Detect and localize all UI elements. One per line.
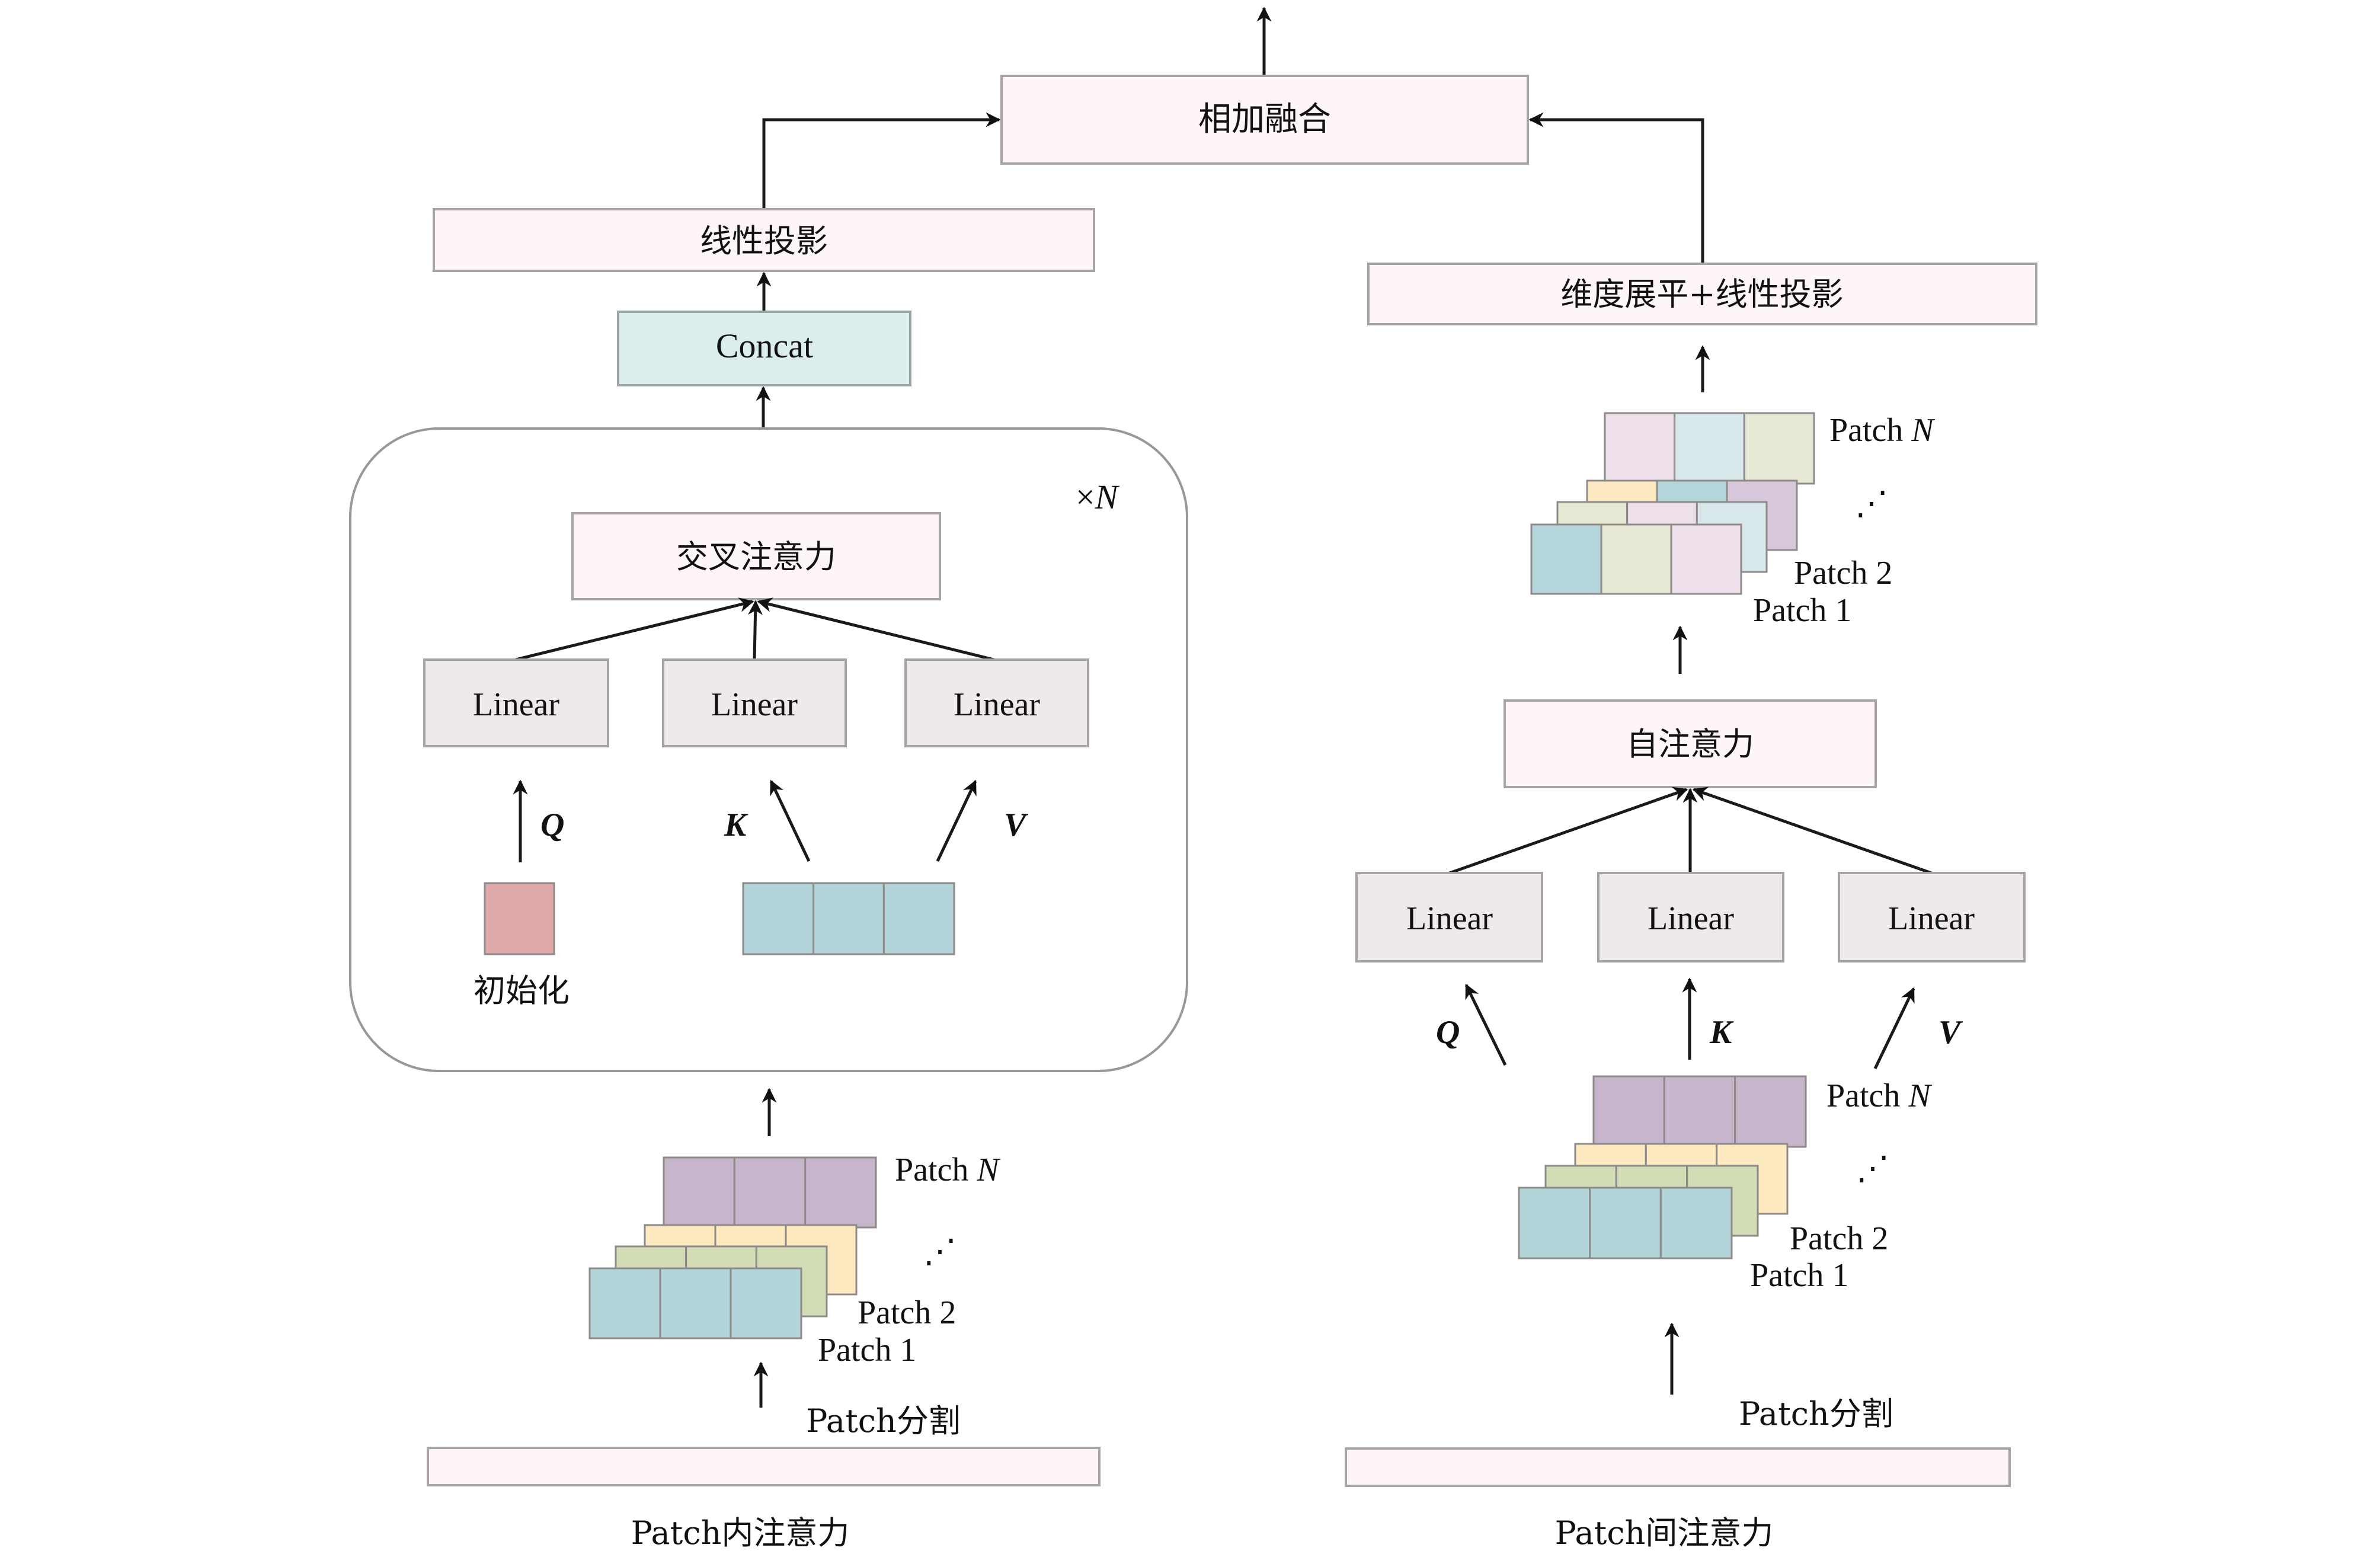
right-linear-k-label: Linear <box>1648 900 1734 937</box>
flatten-projection-label: 维度展平+线性投影 <box>1560 276 1843 313</box>
right-linear-q-label: Linear <box>1406 900 1493 937</box>
left-linear-k-label: Linear <box>711 686 798 723</box>
right-top-patch-1-cell-1 <box>1530 523 1602 595</box>
right-patch-1-cell-2 <box>1589 1187 1662 1259</box>
left-branch-caption: Patch内注意力 <box>631 1514 850 1552</box>
right-patch-split-label: Patch分割 <box>1739 1395 1893 1433</box>
left-linear-k-box <box>662 658 847 747</box>
right-q-label: Q <box>1436 1014 1460 1051</box>
left-k-label: K <box>724 807 748 843</box>
left-linear-v-box <box>904 658 1089 747</box>
left-stack-patch-1-label: Patch 1 <box>818 1332 916 1368</box>
linear-q-to-self-attention <box>1449 786 1688 875</box>
left-patch-split-label: Patch分割 <box>806 1402 961 1440</box>
right-top-patch-1-label: Patch 1 <box>1753 592 1851 629</box>
left-input-sequence <box>427 1447 1101 1486</box>
fusion-label: 相加融合 <box>1198 100 1331 139</box>
self-attention-box <box>1504 699 1877 788</box>
right-top-patch-1-cell-3 <box>1670 523 1742 595</box>
left-patch-1-cell-3 <box>730 1267 802 1339</box>
right-linear-v-box <box>1838 872 2026 963</box>
right-to-fusion-arrow <box>1528 112 1704 264</box>
right-top-patch-n-label: Patch N <box>1829 412 1935 449</box>
right-q-arrow <box>1464 983 1507 1066</box>
left-linear-v-label: Linear <box>954 686 1040 723</box>
right-patch-1-cell-1 <box>1518 1187 1591 1259</box>
left-patch-n-cell-3 <box>804 1156 877 1229</box>
kv-token-cell-3 <box>882 882 955 955</box>
right-patch-n-cell-1 <box>1592 1075 1665 1148</box>
right-bottom-patch-n-label: Patch N <box>1826 1077 1932 1114</box>
left-stack-patch-2-label: Patch 2 <box>858 1294 956 1331</box>
kv-token-cell-1 <box>742 882 815 955</box>
right-top-patch-n-cell-3 <box>1743 412 1815 485</box>
left-to-fusion-arrow <box>762 112 1001 209</box>
left-v-label: V <box>1004 807 1029 843</box>
right-top-ellipsis: ⋰ <box>1855 485 1888 522</box>
right-bottom-ellipsis: ⋰ <box>1856 1150 1889 1187</box>
right-top-patch-1-cell-2 <box>1600 523 1672 595</box>
linear-v-to-self-attention <box>1692 786 1932 875</box>
linear-q-to-cross-attention <box>515 597 754 661</box>
left-v-arrow <box>936 779 977 862</box>
right-v-arrow <box>1873 987 1915 1070</box>
right-linear-q-box <box>1355 872 1543 963</box>
right-input-sequence <box>1345 1447 2011 1487</box>
right-branch-caption: Patch间注意力 <box>1555 1514 1774 1552</box>
left-stack-patch-n-label: Patch N <box>895 1152 1000 1188</box>
right-bottom-patch-1-label: Patch 1 <box>1750 1257 1848 1294</box>
right-top-patch-2-label: Patch 2 <box>1794 555 1892 591</box>
right-linear-k-box <box>1597 872 1784 963</box>
linear-projection-label: 线性投影 <box>700 222 828 260</box>
left-stack-ellipsis: ⋰ <box>923 1233 957 1270</box>
cross-attention-box <box>571 512 941 600</box>
init-query-token <box>484 882 555 955</box>
kv-patch-token <box>742 882 955 955</box>
repeat-block <box>349 427 1188 1072</box>
right-bottom-patch-stack <box>1518 1075 1807 1259</box>
left-patch-n-cell-1 <box>663 1156 735 1229</box>
fusion-box <box>1000 75 1529 165</box>
left-q-label: Q <box>540 807 564 843</box>
linear-projection-box <box>433 208 1095 272</box>
left-k-arrow <box>769 779 811 862</box>
cross-attention-label: 交叉注意力 <box>676 538 836 575</box>
concat-label: Concat <box>716 327 813 365</box>
left-patch-stack <box>588 1156 877 1339</box>
right-patch-n-cell-2 <box>1663 1075 1736 1148</box>
left-linear-q-label: Linear <box>473 686 559 723</box>
right-v-label: V <box>1938 1014 1963 1051</box>
concat-box <box>617 311 911 386</box>
linear-v-to-cross-attention <box>757 597 994 661</box>
init-label: 初始化 <box>474 972 570 1009</box>
right-k-label: K <box>1709 1014 1734 1051</box>
left-patch-1-cell-2 <box>659 1267 732 1339</box>
right-linear-layers: Linear Linear Linear <box>1355 872 2026 963</box>
right-patch-1-cell-3 <box>1659 1187 1733 1259</box>
right-top-patch-stack <box>1530 412 1815 595</box>
left-patch-n-cell-2 <box>733 1156 807 1229</box>
flatten-projection-box <box>1367 263 2037 325</box>
right-top-patch-n-cell-2 <box>1674 412 1745 485</box>
right-bottom-patch-2-label: Patch 2 <box>1790 1220 1888 1257</box>
left-patch-1-cell-1 <box>588 1267 661 1339</box>
self-attention-label: 自注意力 <box>1626 725 1754 763</box>
right-top-patch-n-cell-1 <box>1604 412 1676 485</box>
linear-k-to-cross-attention <box>748 600 763 660</box>
right-linear-v-label: Linear <box>1888 900 1975 937</box>
right-patch-n-cell-3 <box>1734 1075 1807 1148</box>
left-linear-layers: Linear Linear Linear <box>423 658 1089 747</box>
repeat-count-label: ×N <box>1076 478 1120 516</box>
left-linear-q-box <box>423 658 609 747</box>
kv-token-cell-2 <box>812 882 885 955</box>
